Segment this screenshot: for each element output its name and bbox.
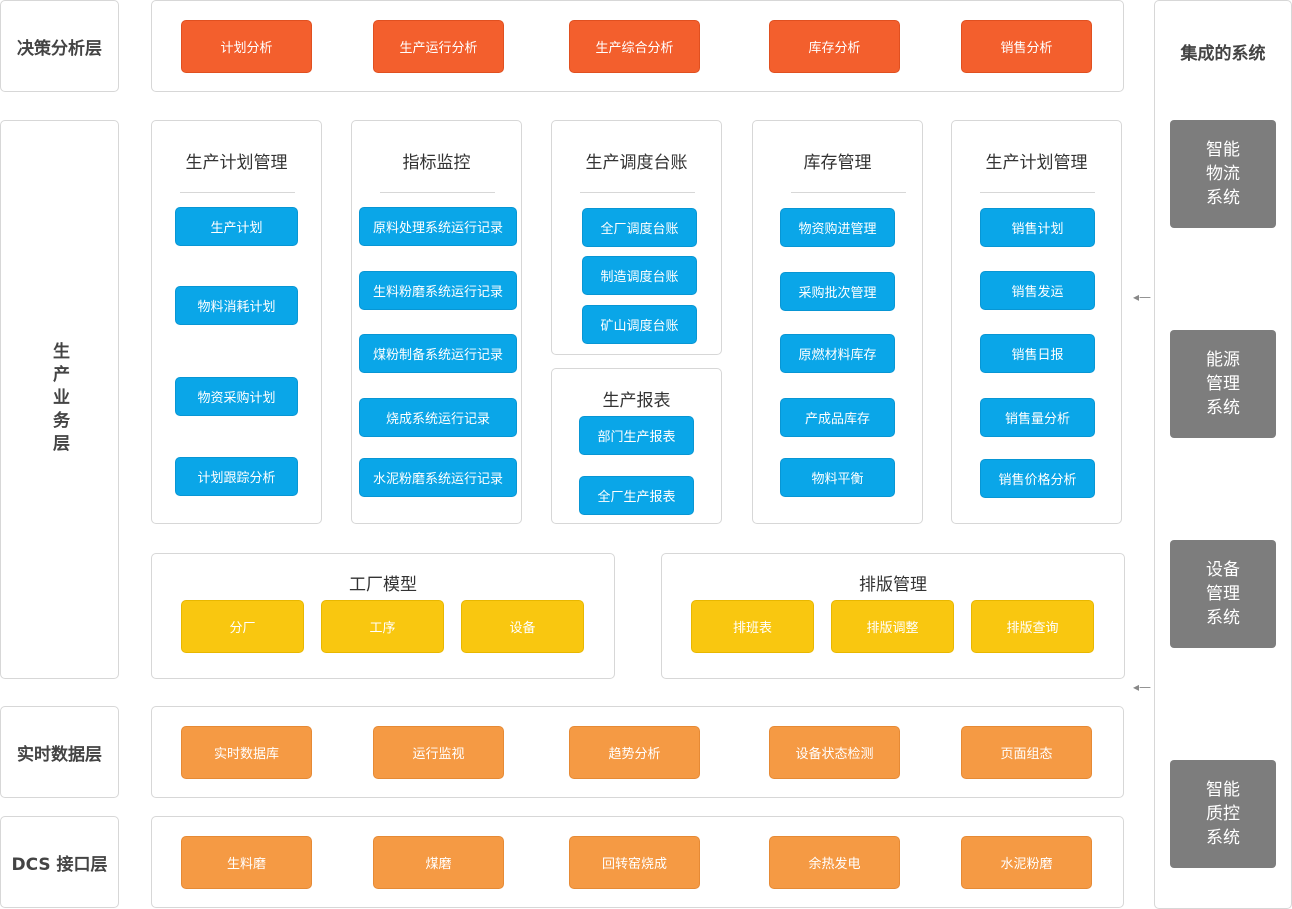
schedule-item[interactable]: 排班表: [691, 600, 814, 653]
card-inventory: 库存管理 物资购进管理 采购批次管理 原燃材料库存 产成品库存 物料平衡: [752, 120, 923, 524]
card-item[interactable]: 销售发运: [980, 271, 1095, 310]
decision-item[interactable]: 库存分析: [769, 20, 900, 73]
card-item[interactable]: 原料处理系统运行记录: [359, 207, 517, 246]
system-quality[interactable]: 智能质控系统: [1170, 760, 1276, 868]
divider: [380, 192, 495, 193]
realtime-item[interactable]: 实时数据库: [181, 726, 312, 779]
card-title: 生产计划管理: [985, 153, 1088, 173]
dcs-layer-panel: 生料磨 煤磨 回转窑烧成 余热发电 水泥粉磨: [151, 816, 1124, 908]
decision-item[interactable]: 计划分析: [181, 20, 312, 73]
system-logistics[interactable]: 智能物流系统: [1170, 120, 1276, 228]
card-item[interactable]: 生产计划: [175, 207, 298, 246]
integrated-title: 集成的系统: [1180, 44, 1266, 64]
card-item[interactable]: 物资采购计划: [175, 377, 298, 416]
decision-layer-panel: 计划分析 生产运行分析 生产综合分析 库存分析 销售分析: [151, 0, 1124, 92]
system-equipment[interactable]: 设备管理系统: [1170, 540, 1276, 648]
realtime-item[interactable]: 趋势分析: [569, 726, 700, 779]
card-item[interactable]: 销售日报: [980, 334, 1095, 373]
card-title: 指标监控: [402, 153, 471, 173]
card-item[interactable]: 煤粉制备系统运行记录: [359, 334, 517, 373]
divider: [980, 192, 1095, 193]
divider: [791, 192, 906, 193]
realtime-layer-panel: 实时数据库 运行监视 趋势分析 设备状态检测 页面组态: [151, 706, 1124, 798]
dcs-item[interactable]: 余热发电: [769, 836, 900, 889]
card-title: 生产调度台账: [585, 153, 688, 173]
factory-item[interactable]: 设备: [461, 600, 584, 653]
card-title: 生产报表: [602, 391, 671, 411]
card-item[interactable]: 矿山调度台账: [582, 305, 697, 344]
card-item[interactable]: 原燃材料库存: [780, 334, 895, 373]
card-item[interactable]: 生料粉磨系统运行记录: [359, 271, 517, 310]
card-item[interactable]: 产成品库存: [780, 398, 895, 437]
divider: [180, 192, 295, 193]
realtime-item[interactable]: 设备状态检测: [769, 726, 900, 779]
layer-label-realtime: 实时数据层: [0, 706, 119, 798]
dcs-item[interactable]: 煤磨: [373, 836, 504, 889]
realtime-item[interactable]: 页面组态: [961, 726, 1092, 779]
dcs-item[interactable]: 水泥粉磨: [961, 836, 1092, 889]
schedule-panel: 排版管理 排班表 排版调整 排版查询: [661, 553, 1125, 679]
arrow-left-icon: ◂—: [1133, 680, 1152, 694]
factory-item[interactable]: 工序: [321, 600, 444, 653]
card-title: 工厂模型: [349, 575, 417, 595]
factory-model-panel: 工厂模型 分厂 工序 设备: [151, 553, 615, 679]
realtime-item[interactable]: 运行监视: [373, 726, 504, 779]
dcs-item[interactable]: 回转窑烧成: [569, 836, 700, 889]
card-item[interactable]: 物料平衡: [780, 458, 895, 497]
card-item[interactable]: 销售量分析: [980, 398, 1095, 437]
card-item[interactable]: 部门生产报表: [579, 416, 694, 455]
card-item[interactable]: 计划跟踪分析: [175, 457, 298, 496]
dcs-item[interactable]: 生料磨: [181, 836, 312, 889]
card-title: 库存管理: [803, 153, 872, 173]
card-sales-plan: 生产计划管理 销售计划 销售发运 销售日报 销售量分析 销售价格分析: [951, 120, 1122, 524]
card-dispatch-ledger: 生产调度台账 全厂调度台账 制造调度台账 矿山调度台账: [551, 120, 722, 355]
schedule-item[interactable]: 排版调整: [831, 600, 954, 653]
card-item[interactable]: 制造调度台账: [582, 256, 697, 295]
layer-label-business: 生产业务层: [0, 120, 119, 679]
decision-item[interactable]: 生产运行分析: [373, 20, 504, 73]
card-item[interactable]: 全厂调度台账: [582, 208, 697, 247]
card-title: 排版管理: [859, 575, 927, 595]
card-item[interactable]: 采购批次管理: [780, 272, 895, 311]
card-production-plan: 生产计划管理 生产计划 物料消耗计划 物资采购计划 计划跟踪分析: [151, 120, 322, 524]
schedule-item[interactable]: 排版查询: [971, 600, 1094, 653]
decision-item[interactable]: 销售分析: [961, 20, 1092, 73]
card-production-report: 生产报表 部门生产报表 全厂生产报表: [551, 368, 722, 524]
layer-label-decision: 决策分析层: [0, 0, 119, 92]
card-item[interactable]: 物资购进管理: [780, 208, 895, 247]
system-energy[interactable]: 能源管理系统: [1170, 330, 1276, 438]
layer-label-dcs: DCS 接口层: [0, 816, 119, 908]
card-item[interactable]: 销售价格分析: [980, 459, 1095, 498]
card-item[interactable]: 销售计划: [980, 208, 1095, 247]
card-item[interactable]: 物料消耗计划: [175, 286, 298, 325]
factory-item[interactable]: 分厂: [181, 600, 304, 653]
arrow-left-icon: ◂—: [1133, 290, 1152, 304]
card-item[interactable]: 烧成系统运行记录: [359, 398, 517, 437]
card-item[interactable]: 全厂生产报表: [579, 476, 694, 515]
card-indicator-monitor: 指标监控 原料处理系统运行记录 生料粉磨系统运行记录 煤粉制备系统运行记录 烧成…: [351, 120, 522, 524]
divider: [580, 192, 695, 193]
card-item[interactable]: 水泥粉磨系统运行记录: [359, 458, 517, 497]
decision-item[interactable]: 生产综合分析: [569, 20, 700, 73]
card-title: 生产计划管理: [185, 153, 288, 173]
integrated-systems-panel: 集成的系统 智能物流系统 能源管理系统 设备管理系统 智能质控系统: [1154, 0, 1292, 909]
